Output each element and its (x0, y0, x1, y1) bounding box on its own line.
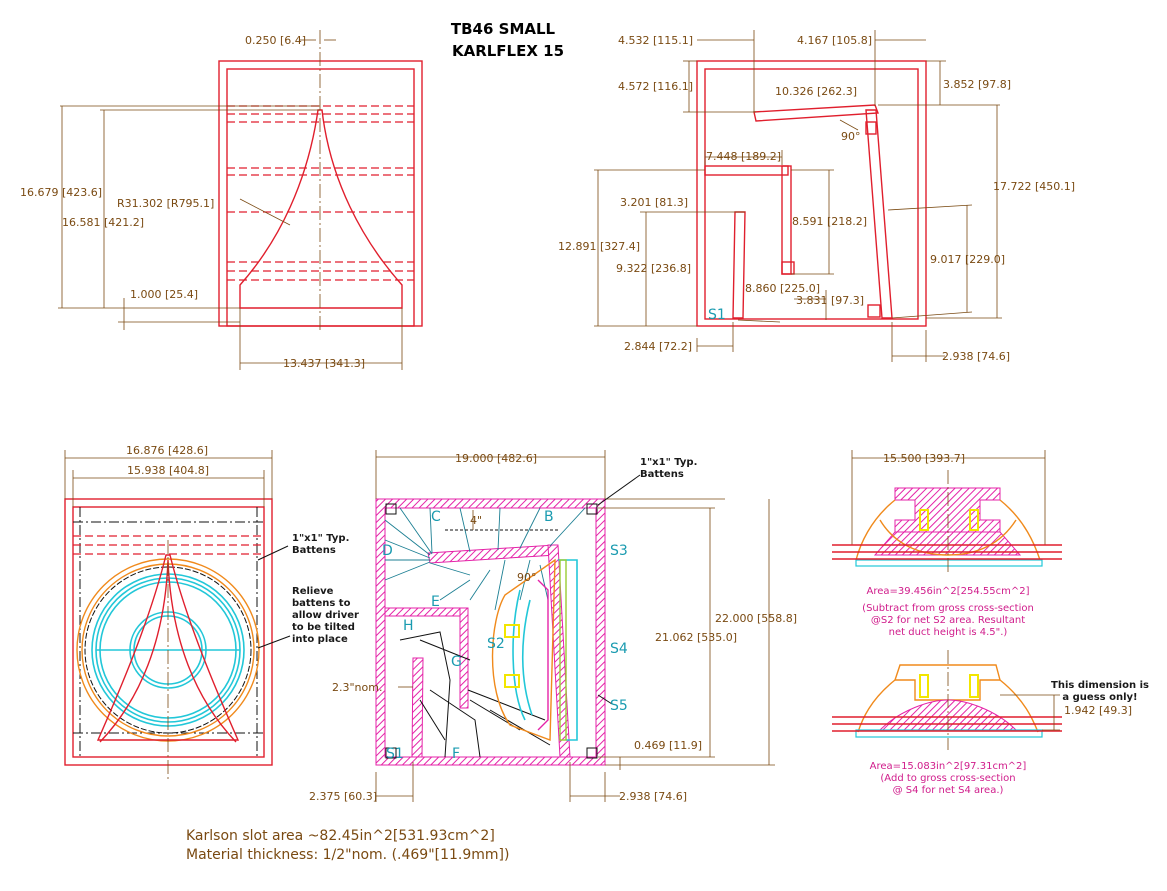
relieve-note-line5: into place (292, 634, 348, 645)
relieve-note-line1: Relieve (292, 586, 334, 597)
relieve-note-line2: battens to (292, 598, 351, 609)
dim-r31302: R31.302 [R795.1] (117, 197, 214, 210)
dim-19000: 19.000 [482.6] (455, 452, 537, 465)
area1-line4: net duct height is 4.5".) (889, 627, 1008, 638)
guess-note-line1: This dimension is (1051, 680, 1149, 691)
relieve-note-line4: to be tilted (292, 622, 355, 633)
dim-4167: 4.167 [105.8] (797, 34, 872, 47)
batten-note-baffle-line1: 1"x1" Typ. (292, 533, 349, 544)
dim-0469: 0.469 [11.9] (634, 739, 702, 752)
driver-view: 15.500 [393.7] Area=39.456in^2[254.55cm^… (832, 450, 1149, 796)
dim-3852: 3.852 [97.8] (943, 78, 1011, 91)
dim-3831: 3.831 [97.3] (796, 294, 864, 307)
dim-12891: 12.891 [327.4] (558, 240, 640, 253)
dim-16679: 16.679 [423.6] (20, 186, 102, 199)
label-g: G (451, 654, 462, 670)
area1-line1: Area=39.456in^2[254.55cm^2] (866, 586, 1029, 597)
label-s1-side: S1 (708, 307, 726, 323)
batten-note-baffle-line2: Battens (292, 545, 336, 556)
label-s4: S4 (610, 641, 628, 657)
label-s3: S3 (610, 543, 628, 559)
dim-15500: 15.500 [393.7] (883, 452, 965, 465)
label-s1-section: S1 (386, 746, 404, 762)
title-line1: TB46 SMALL (451, 20, 556, 38)
section-view: 19.000 [482.6] 1"x1" Typ. Battens C B D … (309, 450, 797, 803)
dim-22000: 22.000 [558.8] (715, 612, 797, 625)
dim-17722: 17.722 [450.1] (993, 180, 1075, 193)
guess-note-line2: a guess only! (1062, 692, 1137, 703)
area1-line3: @S2 for net S2 area. Resultant (871, 615, 1025, 626)
batten-note-section-line1: 1"x1" Typ. (640, 457, 697, 468)
label-c: C (431, 509, 441, 525)
area2-line2: (Add to gross cross-section (880, 773, 1015, 784)
dim-16876: 16.876 [428.6] (126, 444, 208, 457)
dim-2938-section: 2.938 [74.6] (619, 790, 687, 803)
dim-9322: 9.322 [236.8] (616, 262, 691, 275)
title-block: TB46 SMALL KARLFLEX 15 (451, 20, 564, 60)
dim-1000: 1.000 [25.4] (130, 288, 198, 301)
title-line2: KARLFLEX 15 (452, 42, 564, 60)
dim-16581: 16.581 [421.2] (62, 216, 144, 229)
angle-90-section: 90° (517, 571, 537, 584)
label-s2: S2 (487, 636, 505, 652)
dim-7448: 7.448 [189.2] (706, 150, 781, 163)
dim-0250: 0.250 [6.4] (245, 34, 306, 47)
label-h: H (403, 618, 414, 634)
dim-2938-side: 2.938 [74.6] (942, 350, 1010, 363)
dim-9017: 9.017 [229.0] (930, 253, 1005, 266)
dim-15938: 15.938 [404.8] (127, 464, 209, 477)
side-view: 4.532 [115.1] 4.167 [105.8] 4.572 [116.1… (558, 30, 1075, 363)
baffle-view: 16.876 [428.6] 15.938 [404.8] 1"x1" Typ.… (64, 444, 359, 780)
dim-23nom: 2.3"nom. (332, 681, 382, 694)
batten-note-section-line2: Battens (640, 469, 684, 480)
area2-line3: @ S4 for net S4 area.) (893, 785, 1004, 796)
label-d: D (382, 543, 393, 559)
dim-13437: 13.437 [341.3] (283, 357, 365, 370)
label-f: F (452, 746, 460, 762)
label-b: B (544, 509, 554, 525)
label-s5: S5 (610, 698, 628, 714)
dim-8591: 8.591 [218.2] (792, 215, 867, 228)
area2-line1: Area=15.083in^2[97.31cm^2] (870, 761, 1027, 772)
angle-90-side: 90° (841, 130, 861, 143)
relieve-note-line3: allow driver (292, 610, 359, 621)
dim-8860: 8.860 [225.0] (745, 282, 820, 295)
dim-10326: 10.326 [262.3] (775, 85, 857, 98)
dim-2375: 2.375 [60.3] (309, 790, 377, 803)
dim-4572: 4.572 [116.1] (618, 80, 693, 93)
dim-2844: 2.844 [72.2] (624, 340, 692, 353)
dim-1942: 1.942 [49.3] (1064, 704, 1132, 717)
area1-line2: (Subtract from gross cross-section (862, 603, 1034, 614)
dim-3201: 3.201 [81.3] (620, 196, 688, 209)
front-view: 0.250 [6.4] 16.679 [423.6] 16.581 [421.2… (20, 30, 423, 370)
quote-4in: 4" (470, 514, 482, 527)
note-slot-area: Karlson slot area ~82.45in^2[531.93cm^2] (186, 828, 495, 844)
dim-4532: 4.532 [115.1] (618, 34, 693, 47)
dim-21062: 21.062 [535.0] (655, 631, 737, 644)
label-e: E (431, 594, 440, 610)
notes-block: Karlson slot area ~82.45in^2[531.93cm^2]… (186, 828, 509, 863)
note-material-thickness: Material thickness: 1/2"nom. (.469"[11.9… (186, 847, 509, 863)
